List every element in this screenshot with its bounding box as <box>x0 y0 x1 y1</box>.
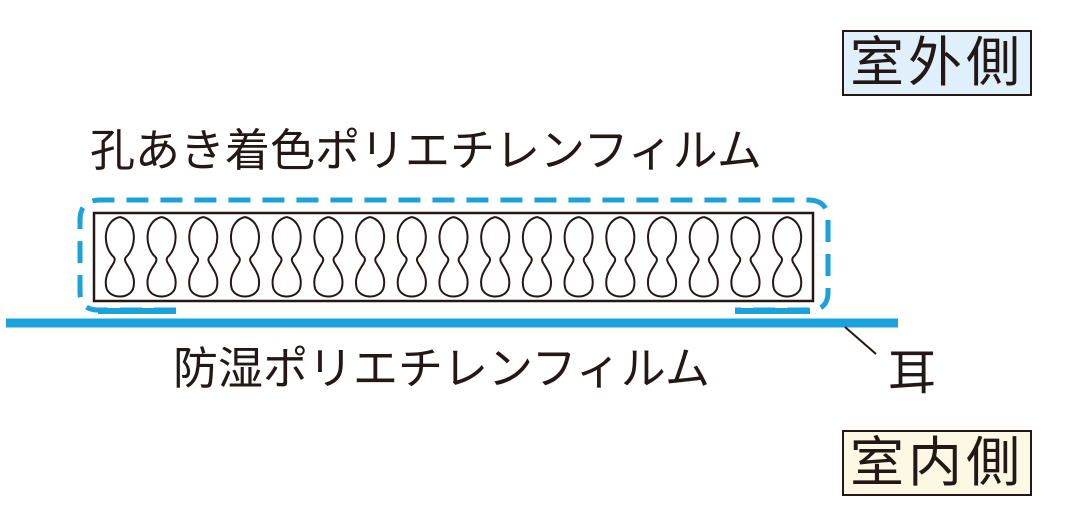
fiber-loop <box>646 216 678 298</box>
fiber-loop <box>521 216 553 298</box>
fiber-loop <box>563 216 594 298</box>
outdoor-side-label: 室外側 <box>842 30 1032 96</box>
perforated-film <box>77 197 831 313</box>
vapor-barrier-film-label: 防湿ポリエチレンフィルム <box>173 342 710 395</box>
fiber-loop <box>229 216 261 298</box>
fiber-loop <box>480 216 511 298</box>
perforated-film-label: 孔あき着色ポリエチレンフィルム <box>90 124 762 177</box>
fiber-loop <box>146 216 177 298</box>
fiber-loop <box>605 216 636 298</box>
indoor-side-label: 室内側 <box>842 430 1032 496</box>
ear-leader-line <box>844 326 877 355</box>
fiber-loop <box>104 216 135 298</box>
fiber-loop <box>438 216 469 298</box>
ear-label: 耳 <box>888 345 937 401</box>
fiber-loop <box>730 216 761 298</box>
fiber-loop <box>313 216 344 298</box>
fiber-loop <box>688 216 719 298</box>
fiber-loop <box>271 216 302 298</box>
insulation-fiber-pattern <box>104 216 803 298</box>
fiber-loop <box>396 216 427 298</box>
fiber-loop <box>772 216 803 298</box>
fiber-loop <box>188 216 219 298</box>
fiber-loop <box>354 216 386 298</box>
insulation-batt <box>92 211 815 303</box>
